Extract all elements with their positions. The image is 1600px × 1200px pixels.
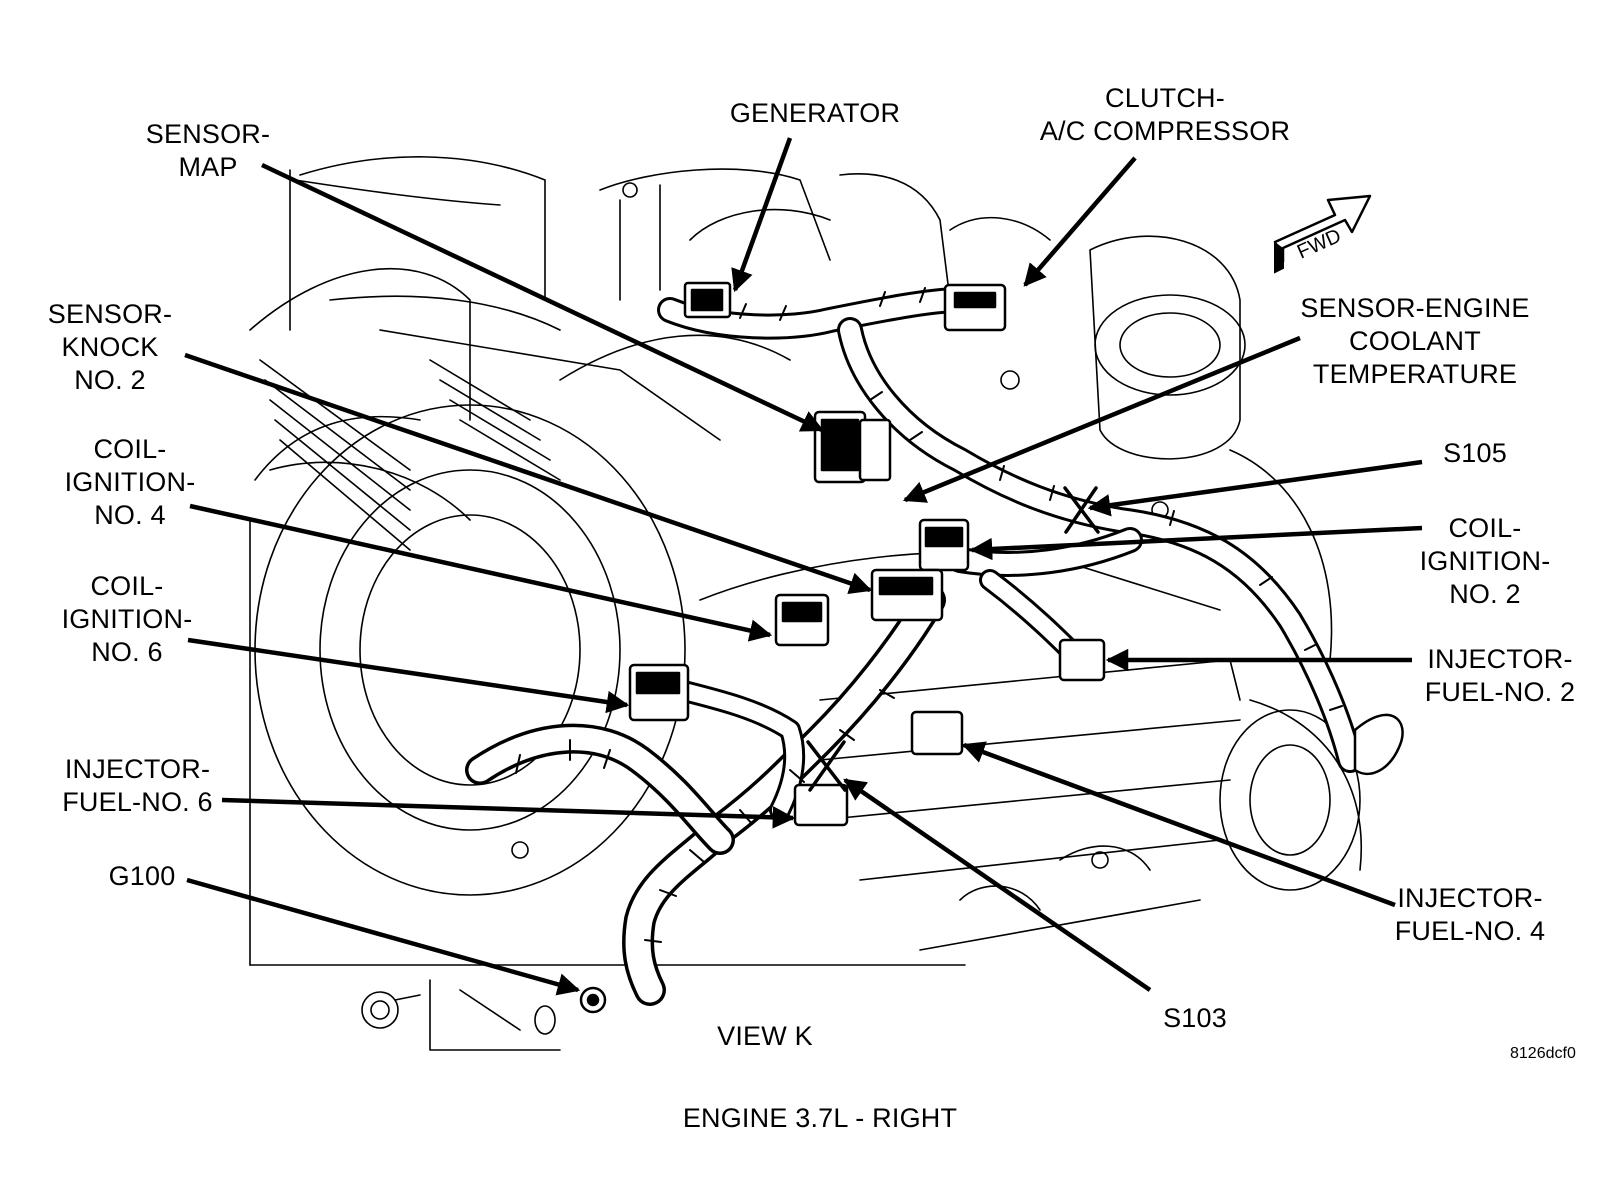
figure-caption: ENGINE 3.7L - RIGHT bbox=[682, 1103, 958, 1133]
label-line: NO. 2 bbox=[1449, 579, 1521, 609]
leader-s103 bbox=[843, 778, 1152, 992]
leader-injector-6 bbox=[221, 797, 796, 829]
label-line: KNOCK bbox=[61, 332, 159, 362]
label-line: INJECTOR- bbox=[1427, 644, 1573, 674]
label-line: NO. 4 bbox=[94, 500, 166, 530]
label-line: SENSOR- bbox=[47, 299, 173, 329]
label-line: INJECTOR- bbox=[64, 754, 211, 784]
label-line: SENSOR- bbox=[145, 119, 271, 149]
leader-sensor-knock bbox=[184, 352, 873, 595]
label-line: S105 bbox=[1443, 438, 1507, 468]
label-line: CLUTCH- bbox=[1105, 83, 1225, 113]
label-line: NO. 2 bbox=[74, 365, 146, 395]
leader-injector-4 bbox=[961, 741, 1396, 908]
label-s105: S105 bbox=[1420, 437, 1530, 470]
view-label: VIEW K bbox=[717, 1021, 813, 1051]
label-line: TEMPERATURE bbox=[1312, 359, 1518, 389]
label-line: COOLANT bbox=[1349, 326, 1481, 356]
label-sensor-knock-no-2: SENSOR- KNOCK NO. 2 bbox=[30, 298, 190, 397]
label-line: S103 bbox=[1163, 1003, 1227, 1033]
label-generator: GENERATOR bbox=[710, 97, 920, 130]
leader-g100 bbox=[186, 877, 581, 996]
label-line: INJECTOR- bbox=[1397, 883, 1543, 913]
leader-coil-4 bbox=[189, 503, 773, 642]
label-line: COIL- bbox=[90, 571, 164, 601]
label-coil-ignition-no-6: COIL- IGNITION- NO. 6 bbox=[42, 570, 212, 669]
label-line: G100 bbox=[108, 861, 176, 891]
label-line: SENSOR-ENGINE bbox=[1300, 293, 1530, 323]
leader-clutch-ac bbox=[1023, 156, 1137, 287]
label-line: GENERATOR bbox=[729, 98, 901, 128]
figure-code: 8126dcf0 bbox=[1510, 1045, 1576, 1062]
label-line: FUEL-NO. 2 bbox=[1424, 677, 1576, 707]
connectors bbox=[579, 281, 1404, 1014]
label-s103: S103 bbox=[1140, 1002, 1250, 1035]
label-injector-fuel-no-4: INJECTOR- FUEL-NO. 4 bbox=[1375, 882, 1565, 948]
label-coil-ignition-no-2: COIL- IGNITION- NO. 2 bbox=[1400, 512, 1570, 611]
label-line: A/C COMPRESSOR bbox=[1039, 116, 1291, 146]
leader-sensor-map bbox=[261, 162, 825, 433]
label-injector-fuel-no-2: INJECTOR- FUEL-NO. 2 bbox=[1405, 643, 1595, 709]
leader-sensor-ect bbox=[902, 335, 1301, 503]
label-line: COIL- bbox=[93, 434, 167, 464]
label-sensor-engine-coolant-temperature: SENSOR-ENGINE COOLANT TEMPERATURE bbox=[1270, 292, 1560, 391]
label-line: NO. 6 bbox=[91, 637, 163, 667]
label-injector-fuel-no-6: INJECTOR- FUEL-NO. 6 bbox=[50, 753, 225, 819]
leader-lines bbox=[184, 137, 1423, 996]
label-line: FUEL-NO. 6 bbox=[62, 787, 213, 817]
wiring-harness bbox=[465, 287, 1363, 1006]
leader-coil-2 bbox=[969, 525, 1423, 561]
leader-s105 bbox=[1087, 459, 1423, 517]
label-line: IGNITION- bbox=[61, 604, 193, 634]
leader-generator bbox=[731, 137, 793, 293]
label-coil-ignition-no-4: COIL- IGNITION- NO. 4 bbox=[45, 433, 215, 532]
label-clutch-ac-compressor: CLUTCH- A/C COMPRESSOR bbox=[1020, 82, 1310, 148]
label-line: COIL- bbox=[1448, 513, 1522, 543]
label-line: FUEL-NO. 4 bbox=[1394, 916, 1546, 946]
leader-coil-6 bbox=[187, 637, 630, 714]
label-line: IGNITION- bbox=[64, 467, 196, 497]
label-sensor-map: SENSOR- MAP bbox=[128, 118, 288, 184]
label-line: MAP bbox=[178, 152, 238, 182]
label-line: IGNITION- bbox=[1419, 546, 1551, 576]
label-g100: G100 bbox=[92, 860, 192, 893]
fwd-arrow-icon: FWD bbox=[1273, 194, 1372, 274]
